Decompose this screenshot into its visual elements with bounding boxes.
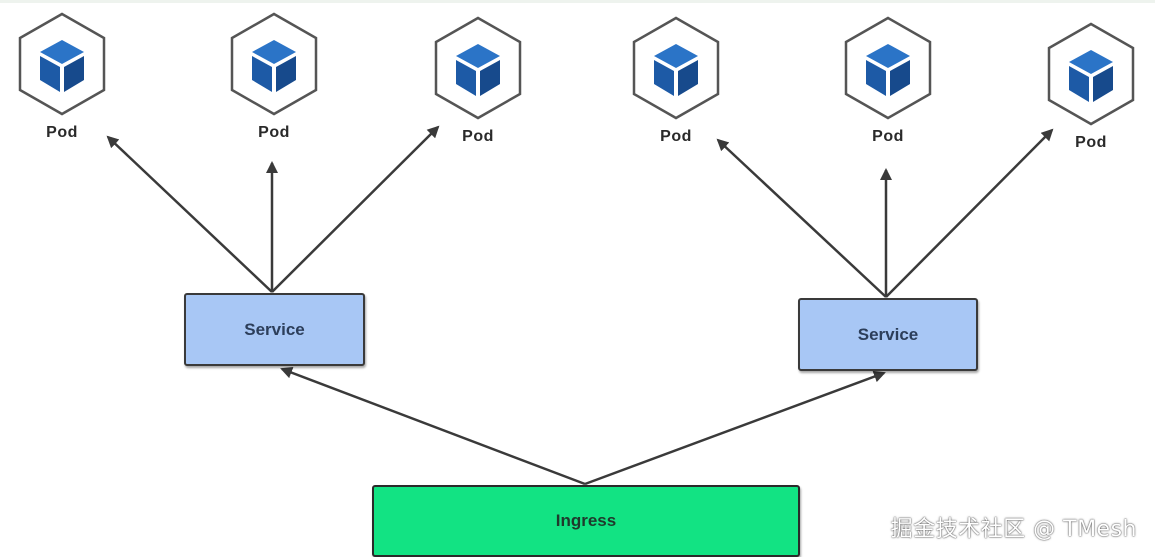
arrow-ingress-service1: [280, 366, 586, 486]
service-box-left: Service: [184, 293, 365, 366]
ingress-box: Ingress: [372, 485, 800, 557]
arrow-service1-pod3: [271, 125, 440, 293]
pod-1: Pod: [14, 10, 110, 142]
service-box-right: Service: [798, 298, 978, 371]
pod-label: Pod: [660, 128, 692, 145]
arrow-service2-pod4: [716, 138, 887, 298]
watermark-text: 掘金技术社区 @ TMesh: [890, 517, 1137, 542]
pod-label: Pod: [1075, 134, 1107, 151]
top-border: [0, 0, 1155, 3]
pod-5: Pod: [840, 14, 936, 146]
pod-6: Pod: [1043, 20, 1139, 152]
pod-label: Pod: [46, 124, 78, 141]
pod-cube-icon: [844, 16, 932, 120]
pod-4: Pod: [628, 14, 724, 146]
pod-cube-icon: [434, 16, 522, 120]
pod-cube-icon: [18, 12, 106, 116]
pod-cube-icon: [230, 12, 318, 116]
arrow-ingress-service2: [584, 370, 886, 486]
pod-label: Pod: [258, 124, 290, 141]
pod-cube-icon: [632, 16, 720, 120]
arrow-service1-pod1: [106, 135, 273, 293]
pod-label: Pod: [462, 128, 494, 145]
pod-2: Pod: [226, 10, 322, 142]
pod-3: Pod: [430, 14, 526, 146]
pod-cube-icon: [1047, 22, 1135, 126]
pod-label: Pod: [872, 128, 904, 145]
arrow-service2-pod6: [885, 128, 1054, 298]
